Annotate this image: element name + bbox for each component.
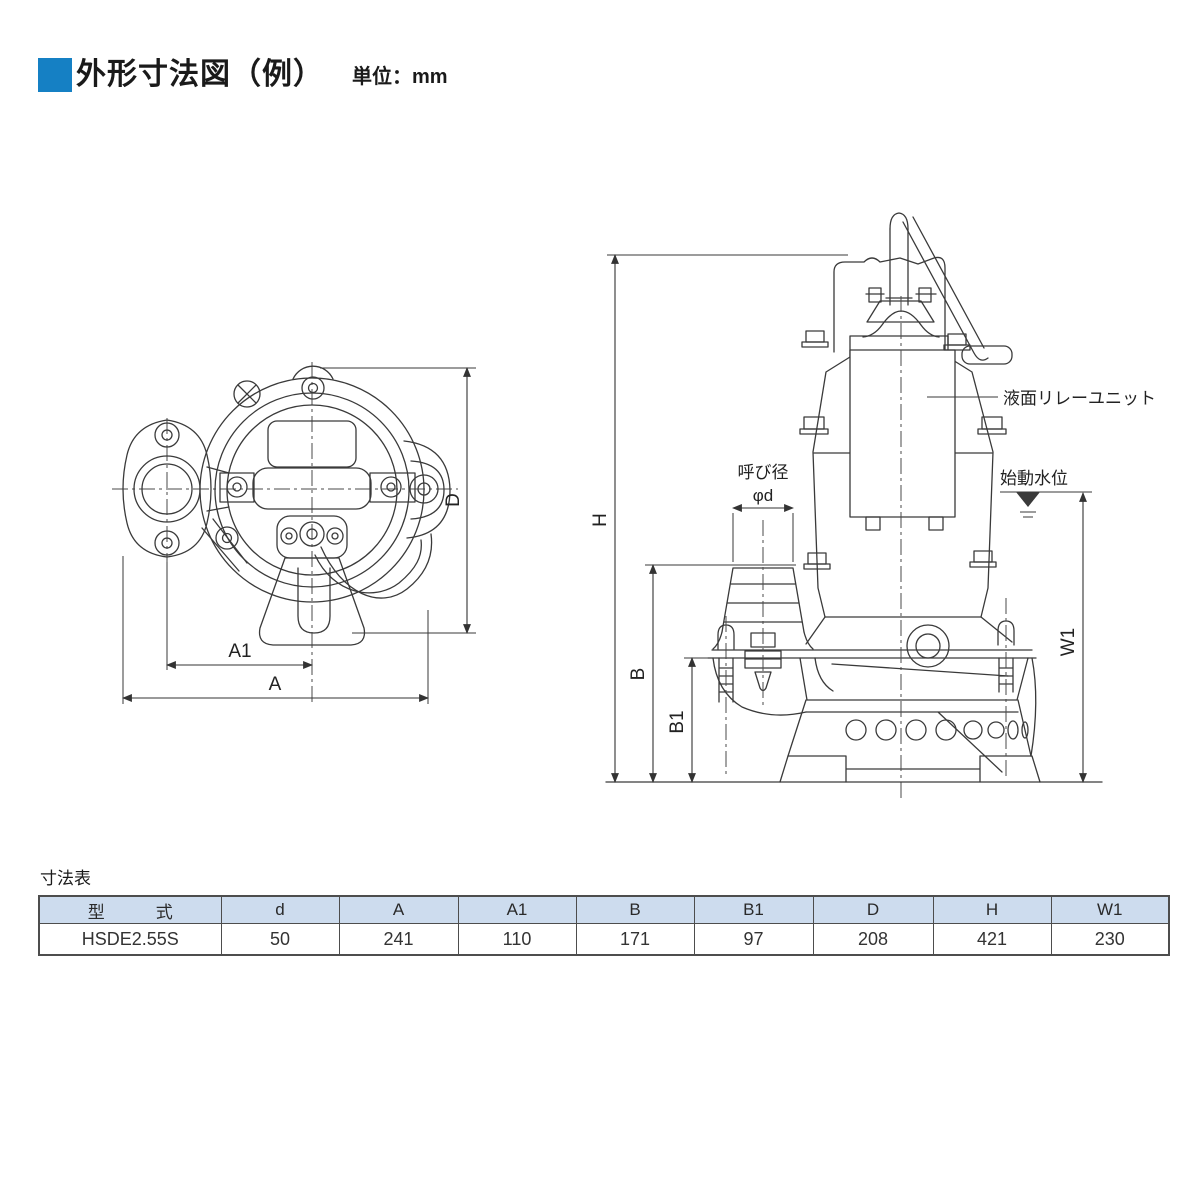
cell-d: 50 [220, 923, 340, 956]
motor-outer-shell [833, 256, 946, 353]
float-bracket [258, 557, 366, 646]
cell-D: 208 [812, 923, 934, 956]
carry-handle-top [252, 467, 372, 510]
table-row: HSDE2.55S 50 241 110 171 97 208 421 230 [38, 923, 1170, 956]
top-view-drawing: D A1 A [112, 362, 476, 706]
dim-label-D: D [443, 493, 464, 507]
cell-model: HSDE2.55S [38, 923, 222, 956]
pump-body-top-view [122, 365, 451, 646]
col-header-model: 型 式 [38, 895, 222, 924]
cell-A1: 110 [457, 923, 577, 956]
power-cable [320, 533, 433, 599]
page-header: 外形寸法図（例） 単位：mm [38, 58, 448, 92]
col-header-D: D [812, 895, 934, 924]
dim-label-B: B [628, 668, 649, 681]
top-view-centerlines [112, 362, 458, 706]
level-relay-unit [849, 349, 956, 518]
col-header-d: d [220, 895, 340, 924]
relay-unit-label: 液面リレーユニット [1003, 389, 1156, 408]
cell-B1: 97 [693, 923, 814, 956]
table-title: 寸法表 [40, 869, 91, 888]
dimension-table: 型 式 d A A1 B B1 D H W1 HSDE2.55S 50 241 … [38, 895, 1170, 956]
handle-strut [902, 216, 989, 361]
col-header-B1: B1 [693, 895, 814, 924]
top-view-dimensions: D A1 A [122, 367, 476, 704]
unit-label: 単位：mm [352, 66, 448, 88]
dim-label-W1: W1 [1058, 628, 1079, 657]
page-title: 外形寸法図（例） [76, 58, 324, 91]
col-header-W1: W1 [1050, 895, 1170, 924]
table-header-row: 型 式 d A A1 B B1 D H W1 [38, 895, 1170, 924]
dim-label-A1: A1 [228, 641, 251, 662]
water-level-icon [1016, 492, 1040, 507]
col-header-B: B [575, 895, 695, 924]
lifting-rod [889, 212, 909, 230]
side-view-centerlines [725, 296, 1007, 800]
base-feet [779, 755, 1041, 783]
side-view-drawing: H B B1 W1 始動水位 液面リレーユニット 呼び径 φd [590, 212, 1156, 800]
motor-cover-top [267, 420, 357, 468]
phi-d-label: φd [753, 486, 773, 505]
col-header-A: A [338, 895, 459, 924]
cell-B: 171 [575, 923, 695, 956]
start-water-level-label: 始動水位 [1000, 469, 1068, 488]
cell-H: 421 [932, 923, 1052, 956]
cell-W1: 230 [1050, 923, 1170, 956]
col-header-A1: A1 [457, 895, 577, 924]
side-view-dimensions: H B B1 W1 始動水位 液面リレーユニット 呼び径 φd [590, 254, 1156, 783]
dim-label-B1: B1 [667, 710, 688, 733]
col-header-H: H [932, 895, 1052, 924]
nominal-diameter-label: 呼び径 [738, 463, 789, 482]
cell-A: 241 [338, 923, 459, 956]
dim-label-A: A [269, 674, 282, 695]
blue-square-bullet-icon [38, 58, 72, 92]
discharge-flange-top [122, 419, 212, 558]
dim-label-H: H [590, 513, 611, 527]
dimension-table-section: 寸法表 型 式 d A A1 B B1 D H W1 HSDE2.55S 50 [38, 864, 1170, 956]
